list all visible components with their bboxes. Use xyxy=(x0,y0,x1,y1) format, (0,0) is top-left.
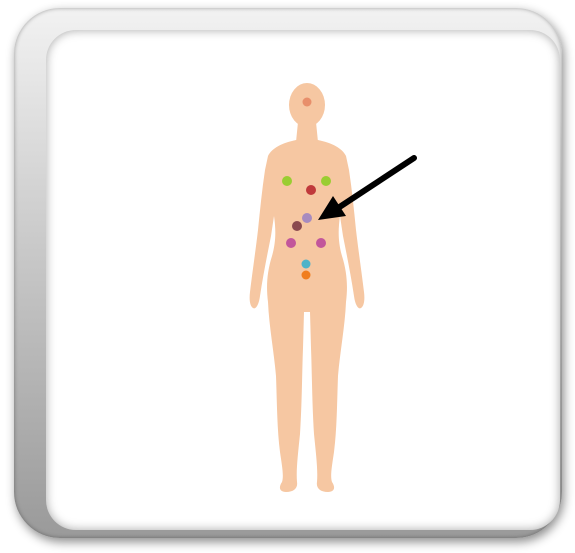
marker-pelvis xyxy=(302,271,311,280)
marker-lower-abdomen xyxy=(302,260,311,269)
body-silhouette xyxy=(250,83,365,492)
marker-left-abdomen xyxy=(286,238,296,248)
marker-left-breast xyxy=(282,176,292,186)
marker-head xyxy=(303,98,312,107)
marker-right-abdomen xyxy=(316,238,326,248)
marker-sternum xyxy=(306,185,316,195)
rounded-frame xyxy=(14,8,562,538)
marker-mid-abdomen xyxy=(292,221,302,231)
image-panel xyxy=(46,30,560,530)
marker-right-breast xyxy=(321,176,331,186)
body-illustration xyxy=(46,30,560,530)
marker-upper-abdomen xyxy=(302,213,312,223)
neck xyxy=(296,122,318,142)
